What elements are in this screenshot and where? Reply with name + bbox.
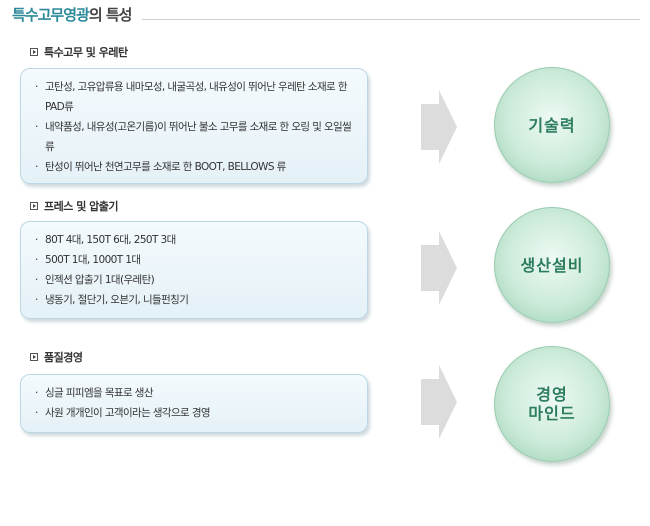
section-heading-label: 특수고무 및 우레탄 — [44, 46, 128, 59]
circle-badge-technology: 기술력 — [494, 67, 610, 183]
list-item: ·내약품성, 내유성(고온기름)이 뛰어난 불소 고무를 소재로 한 오링 및 … — [35, 121, 352, 153]
section-box-press: ·80T 4대, 150T 6대, 250T 3대 ·500T 1대, 1000… — [20, 221, 368, 319]
list-item: ·인젝션 압출기 1대(우레탄) — [35, 274, 155, 286]
circle-badge-management: 경영 마인드 — [494, 346, 610, 462]
arrow-right-icon — [421, 90, 457, 164]
list-item: ·사원 개개인이 고객이라는 생각으로 경영 — [35, 407, 211, 419]
section-heading-rubber: 특수고무 및 우레탄 — [30, 44, 128, 60]
section-box-quality: ·싱글 피피엠을 목표로 생산 ·사원 개개인이 고객이라는 생각으로 경영 — [20, 374, 368, 433]
arrow-right-icon — [421, 365, 457, 439]
section-heading-press: 프레스 및 압출기 — [30, 198, 119, 214]
list-item: ·싱글 피피엠을 목표로 생산 — [35, 387, 153, 399]
list-item: ·냉동기, 절단기, 오븐기, 니들펀칭기 — [35, 294, 189, 306]
circle-label: 생산설비 — [520, 255, 584, 275]
page-title-highlight: 특수고무영광 — [12, 6, 90, 24]
page-title: 특수고무영광의 특성 — [12, 4, 133, 25]
section-heading-label: 프레스 및 압출기 — [44, 200, 119, 213]
list-item: ·탄성이 뛰어난 천연고무를 소재로 한 BOOT, BELLOWS 류 — [35, 161, 286, 173]
circle-label: 기술력 — [528, 115, 576, 135]
list-item: ·500T 1대, 1000T 1대 — [35, 254, 141, 266]
bullet-square-icon — [30, 48, 38, 56]
section-box-rubber: ·고탄성, 고유압류용 내마모성, 내굴곡성, 내유성이 뛰어난 우레탄 소재로… — [20, 68, 368, 184]
circle-label-line1: 경영 — [536, 385, 568, 404]
page-header: 특수고무영광의 특성 — [12, 4, 640, 26]
circle-badge-production: 생산설비 — [494, 207, 610, 323]
list-item: ·고탄성, 고유압류용 내마모성, 내굴곡성, 내유성이 뛰어난 우레탄 소재로… — [35, 81, 348, 113]
list-item: ·80T 4대, 150T 6대, 250T 3대 — [35, 234, 176, 246]
bullet-square-icon — [30, 202, 38, 210]
section-heading-quality: 품질경영 — [30, 349, 83, 365]
section-heading-label: 품질경영 — [44, 351, 83, 364]
page-title-rest: 의 특성 — [88, 6, 133, 24]
circle-label-line2: 마인드 — [528, 404, 576, 423]
bullet-square-icon — [30, 353, 38, 361]
title-divider — [142, 19, 640, 20]
arrow-right-icon — [421, 231, 457, 305]
